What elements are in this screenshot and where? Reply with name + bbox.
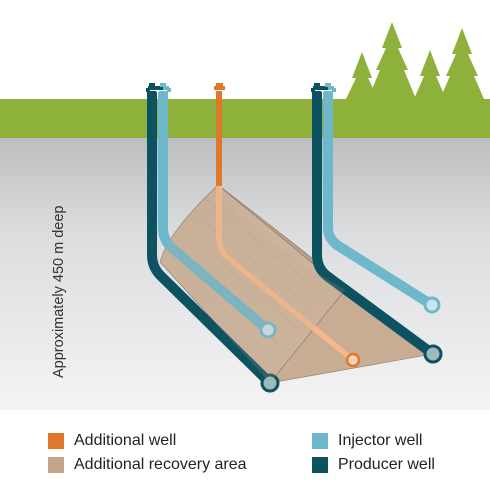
legend-label: Additional recovery area xyxy=(74,456,247,473)
tree-icon xyxy=(414,50,446,99)
trees xyxy=(346,22,484,99)
producer-end-left xyxy=(260,373,280,393)
additional-well-swatch xyxy=(48,433,64,449)
legend-item-additional-well: Additional well xyxy=(48,432,176,450)
tree-icon xyxy=(346,52,378,99)
legend-label: Additional well xyxy=(74,432,177,449)
producer-wells xyxy=(147,92,436,387)
injector-end-left xyxy=(259,321,277,339)
legend-item-producer-well: Producer well xyxy=(312,456,435,474)
producer-well-left xyxy=(147,92,274,387)
legend-item-recovery-area: Additional recovery area xyxy=(48,456,247,474)
wellhead-additional xyxy=(214,83,225,99)
additional-well-end xyxy=(345,352,361,368)
wellhead-group-left xyxy=(146,83,171,99)
legend-item-injector-well: Injector well xyxy=(312,432,422,450)
legend-label: Injector well xyxy=(338,432,423,449)
legend: Additional well Additional recovery area… xyxy=(0,420,490,500)
injector-end-right xyxy=(423,296,441,314)
legend-label: Producer well xyxy=(338,456,435,473)
wellhead-group-right xyxy=(311,83,336,99)
producer-well-right xyxy=(312,92,436,359)
tree-icon xyxy=(440,28,484,99)
injector-well-left xyxy=(158,92,272,334)
ground-band xyxy=(0,99,490,138)
injector-well-swatch xyxy=(312,433,328,449)
additional-well-in-area xyxy=(216,186,355,363)
producer-end-right xyxy=(423,344,443,364)
recovery-area-front xyxy=(160,185,345,383)
depth-label: Approximately 450 m deep xyxy=(51,206,67,379)
injector-well-right xyxy=(323,92,435,310)
producer-well-swatch xyxy=(312,457,328,473)
injector-wells xyxy=(158,92,435,334)
recovery-area-swatch xyxy=(48,457,64,473)
tree-icon xyxy=(368,22,416,99)
